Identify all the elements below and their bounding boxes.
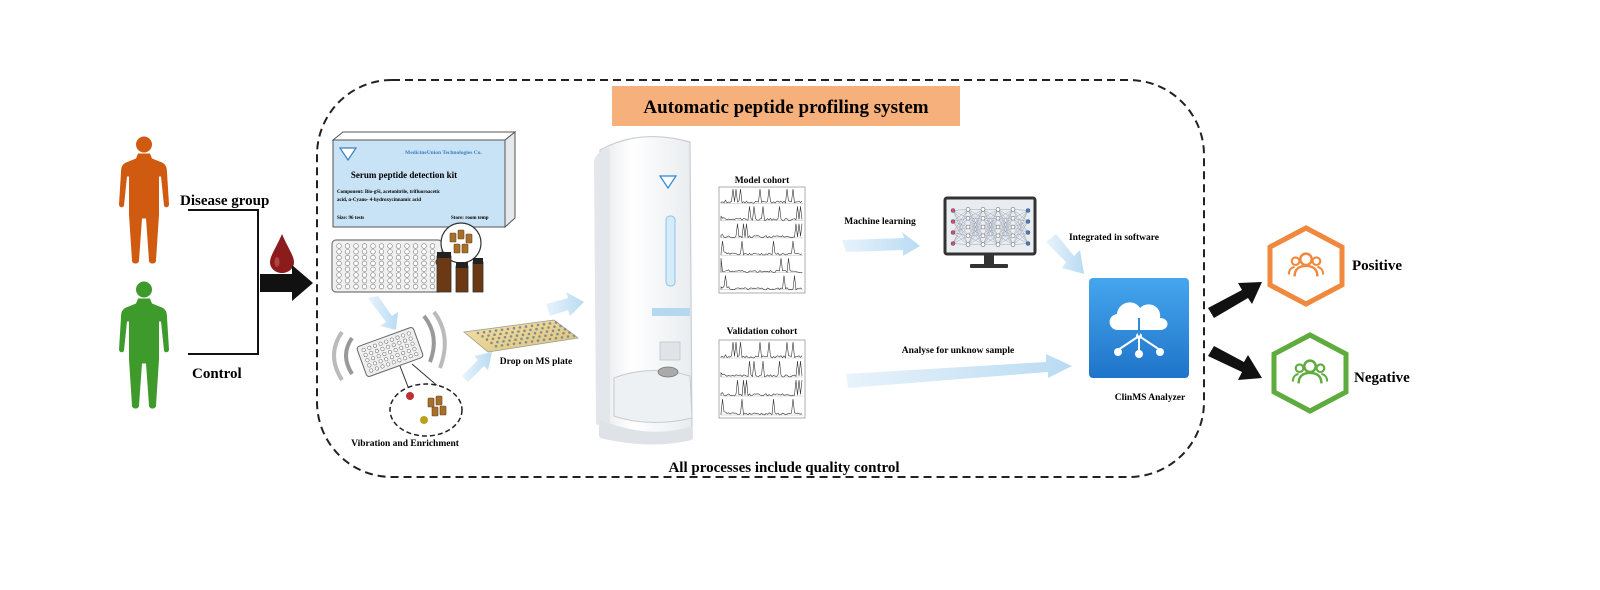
kit-size: Size: 96 tests [337,216,364,221]
kit-components-line1: Component: Bio-gSi, acetonitrile, triflu… [337,190,441,195]
vials-icon [436,252,484,293]
drop-label: Drop on MS plate [500,357,572,367]
arrow-to-negative [1208,346,1262,380]
vibrating-plate-icon [356,327,424,377]
positive-result [1267,225,1345,307]
negative-label: Negative [1354,370,1410,386]
disease-group-label: Disease group [180,193,269,209]
ms-plate-icon [463,319,579,353]
cloud-network-icon [1109,302,1168,330]
arrow-to-vibration [368,296,398,330]
integrated-label: Integrated in software [1069,233,1159,243]
arrow-to-positive [1208,282,1262,318]
kit-store: Store: room temp [451,216,489,221]
analyzer-label: ClinMS Analyzer [1115,393,1186,403]
group-bracket [188,209,259,355]
kit-name: Serum peptide detection kit [351,170,457,180]
kit-components-line2: acid, α-Cyano- 4-hydroxycinnamic acid [337,198,421,203]
vibration-label: Vibration and Enrichment [351,439,460,449]
negative-result [1271,332,1349,414]
model-cohort-label: Model cohort [735,176,790,186]
control-figure-icon [119,281,169,409]
clinms-analyzer-icon [1089,278,1189,378]
title-box [612,86,960,126]
control-label: Control [192,366,242,382]
process-container [316,79,1205,478]
model-spectra-panel [718,186,806,294]
machine-learning-label: Machine learning [844,217,916,227]
arrow-integrated [1046,234,1084,274]
enrichment-bubble [389,383,463,437]
quality-control-label: All processes include quality control [668,460,899,476]
kit-logo-icon [338,147,358,162]
arrow-analyse [846,354,1072,388]
page-title: Automatic peptide profiling system [643,97,928,118]
kit-brand: MedicineUnion Technologies Co. [405,150,482,156]
neural-network-monitor-icon [943,196,1037,268]
well-plate-icon [331,239,443,293]
analyse-label: Analyse for unknow sample [902,346,1015,356]
input-arrow [260,265,313,301]
arrow-to-instrument [546,292,584,316]
blood-drop-icon [270,234,294,273]
kit-box: MedicineUnion Technologies Co. Serum pep… [331,130,517,229]
ms-instrument-icon [594,135,693,445]
beads-icon [449,229,473,254]
validation-spectra-panel [718,339,806,419]
arrow-to-ms-plate [462,352,492,382]
arrow-machine-learning [842,232,920,256]
vibration-waves-icon [332,310,447,382]
positive-label: Positive [1352,258,1402,274]
validation-cohort-label: Validation cohort [727,327,798,337]
disease-figure-icon [119,136,169,264]
